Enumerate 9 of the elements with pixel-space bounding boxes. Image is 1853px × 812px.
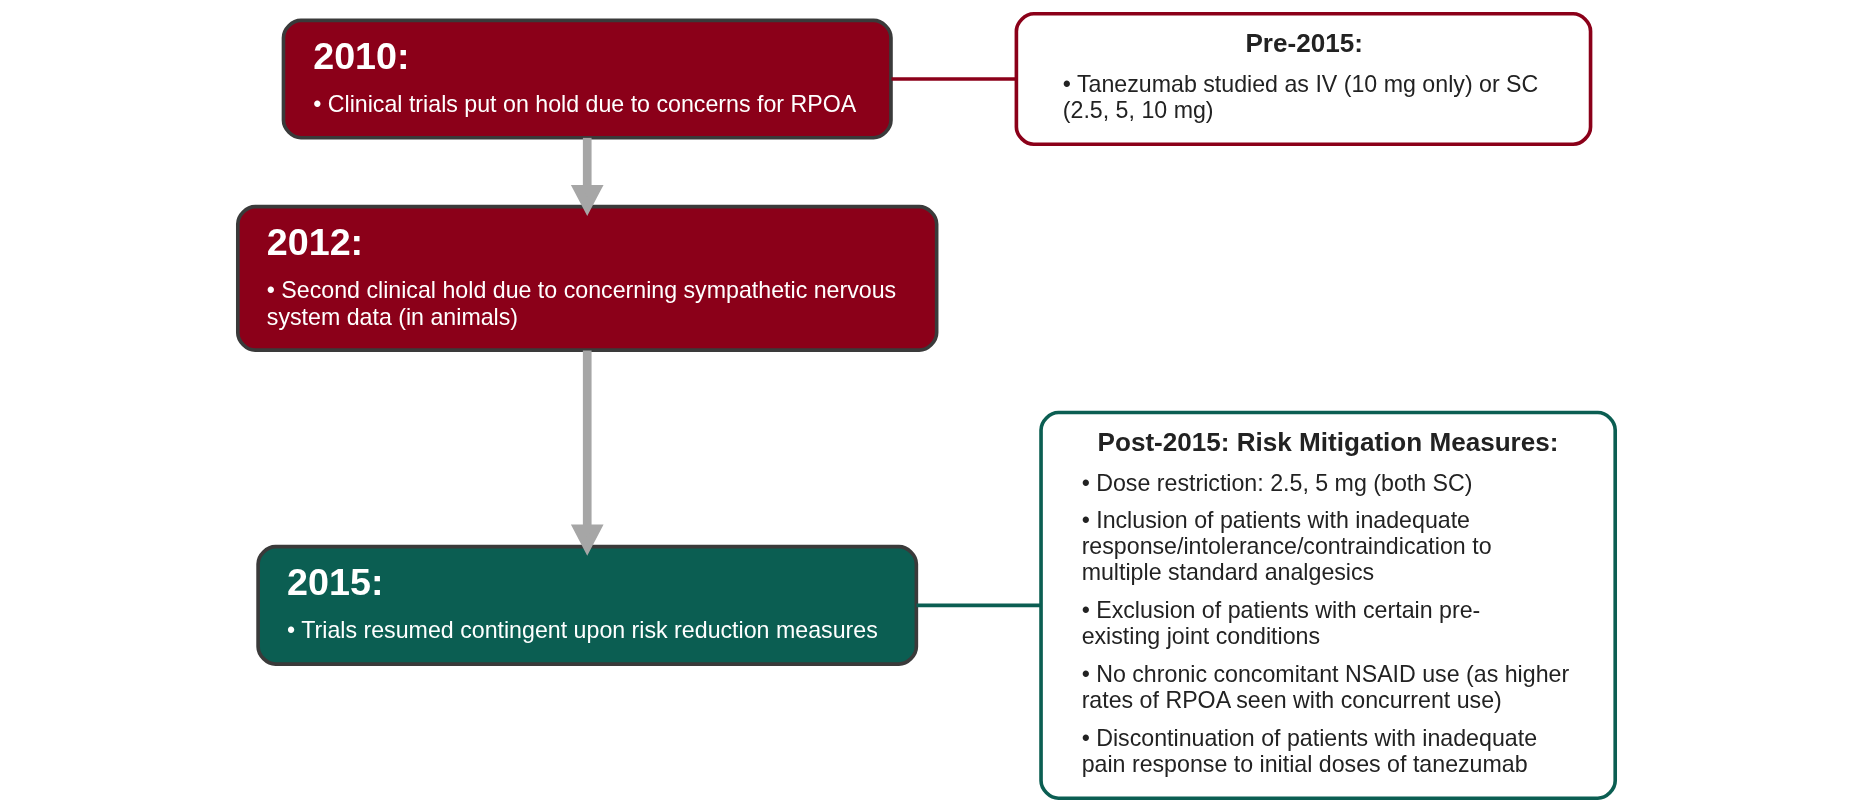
node-box: 2010: • Clinical trials put on hold due to concerns for RPOA bbox=[281, 18, 893, 140]
node-box: Post-2015: Risk Mitigation Measures: • Dose restriction: 2.5, 5 mg (both SC) • Inclusion of patients with inadequate response/intolerance/contraindication to multiple standard analgesics • Exclusion of patients with certain pre-existing joint conditions • No chronic concomitant NSAID use (as higher rates of RPOA seen with concurrent use) • Discontinuation of patients with inadequate pain response to initial doses of tanezumab bbox=[1039, 410, 1617, 800]
connector bbox=[891, 77, 1017, 81]
arrow bbox=[570, 350, 604, 556]
arrow bbox=[570, 137, 604, 216]
node-box: 2012: • Second clinical hold due to concerning sympathetic nervous system data (in animals) bbox=[236, 204, 939, 352]
node-box: 2015: • Trials resumed contingent upon risk reduction measures bbox=[256, 544, 919, 666]
node-box: Pre-2015: • Tanezumab studied as IV (10 mg only) or SC (2.5, 5, 10 mg) bbox=[1014, 12, 1593, 147]
connector bbox=[916, 603, 1041, 608]
